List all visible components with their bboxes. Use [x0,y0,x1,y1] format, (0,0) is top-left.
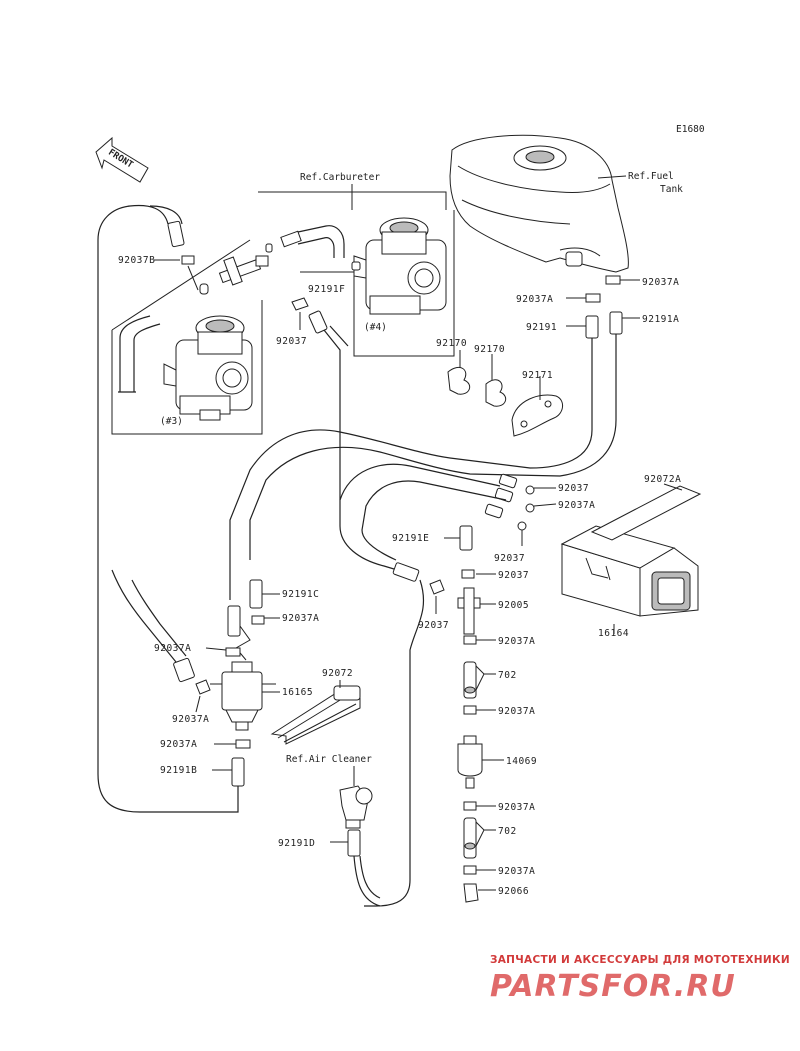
part-labels: 92037B 92191F 92037 92037A 92037A 92191 … [118,255,681,897]
part-label: 92037A [558,500,595,511]
watermark-logo: PARTSFOR.RU [490,969,736,1004]
fuel-pump-icon [210,661,276,731]
t-fitting-icon [218,225,361,286]
hose-clip-icon [447,367,507,407]
part-label: 92037A [172,714,209,725]
part-label: 92037A [498,706,535,717]
part-label: 92191 [526,322,557,333]
part-label: 92037A [516,294,553,305]
watermark-tagline: ЗАПЧАСТИ И АКСЕССУАРЫ ДЛЯ МОТОТЕХНИКИ [490,954,790,966]
watermark: ЗАПЧАСТИ И АКСЕССУАРЫ ДЛЯ МОТОТЕХНИКИ PA… [490,954,790,1004]
part-label: 92191E [392,533,429,544]
part-label: 92191F [308,284,345,295]
part-label: 92037A [498,866,535,877]
carburetor-4-icon [353,217,447,315]
fuel-filter-icon [457,735,483,789]
carburetor-3-icon [163,315,253,421]
part-label: 92191D [278,838,315,849]
part-label: 92037A [154,643,191,654]
ref-air-cleaner: Ref.Air Cleaner [286,754,372,765]
carb-right-number: (#4) [364,322,387,333]
part-label: 92066 [498,886,529,897]
part-label: 14069 [506,756,537,767]
air-cleaner-elbow-icon [339,785,373,829]
tee-fitting-icon [457,569,481,635]
part-label: 92170 [474,344,505,355]
part-label: 92037A [160,739,197,750]
part-label: 16165 [282,687,313,698]
ref-fuel-tank-line1: Ref.Fuel [628,171,674,182]
carb-left-number: (#3) [160,416,183,427]
part-label: 92037A [642,277,679,288]
part-label: 92037 [494,553,525,564]
part-label: 92171 [522,370,553,381]
part-label: 92037 [558,483,589,494]
part-label: 92005 [498,600,529,611]
part-label: 92170 [436,338,467,349]
part-label: 92037A [282,613,319,624]
canister-icon [560,485,702,617]
part-label: 702 [498,670,517,681]
drawing-code: E1680 [676,124,705,135]
part-label: 92037 [498,570,529,581]
part-label: 92191C [282,589,319,600]
ref-fuel-tank-line2: Tank [660,184,683,195]
part-label: 92037 [276,336,307,347]
fuel-tank-icon [449,134,629,273]
part-label: 92191B [160,765,197,776]
part-label: 92037 [418,620,449,631]
part-label: 16164 [598,628,629,639]
pump-bracket-icon [270,685,361,745]
bracket-icon [511,394,563,437]
part-label: 92037A [498,802,535,813]
part-label: 702 [498,826,517,837]
part-label: 92072A [644,474,681,485]
part-label: 92191A [642,314,679,325]
ref-carburetor: Ref.Carbureter [300,172,380,183]
part-label: 92037B [118,255,155,266]
part-label: 92072 [322,668,353,679]
part-label: 92037A [498,636,535,647]
front-arrow-icon: FRONT [95,136,149,183]
